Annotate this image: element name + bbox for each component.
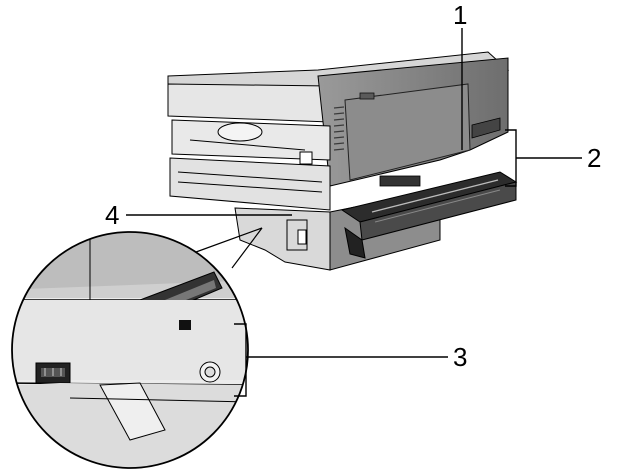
callout-number-1: 1 [453,0,467,30]
zoom-leader-lines [195,227,263,269]
callout-bracket-3 [234,323,448,397]
bypass-tray [340,171,518,259]
callout-bracket-2 [505,129,582,187]
callout-number-2: 2 [587,143,601,173]
callout-number-4: 4 [105,200,119,230]
vent-grille [333,106,345,151]
printer-body [167,51,518,271]
callout-number-3: 3 [453,342,467,372]
detail-zoom [11,231,249,469]
